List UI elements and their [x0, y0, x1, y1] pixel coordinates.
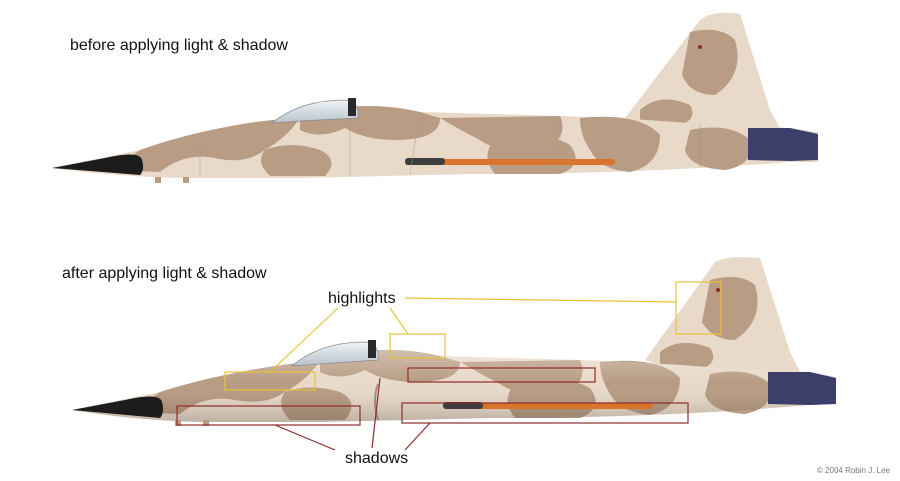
shadow-callouts [176, 367, 689, 451]
copyright-note: © 2004 Robin J. Lee [816, 466, 890, 475]
tail-camo [702, 276, 758, 340]
tail-cap [768, 372, 836, 405]
leader-line [389, 307, 409, 335]
canopy [290, 341, 379, 367]
tail-camo [682, 29, 738, 95]
caption-after: after applying light & shadow [62, 265, 267, 282]
tail-cap [748, 128, 818, 161]
label-highlights: highlights [328, 290, 396, 307]
leader-line [371, 377, 381, 449]
shadow-box-forward [176, 405, 361, 426]
nose-cone [72, 396, 164, 418]
canopy [270, 99, 359, 124]
nose-cone [52, 154, 144, 175]
highlight-box-tail [675, 281, 722, 335]
leader-line [269, 307, 339, 373]
missile [478, 403, 653, 409]
caption-before: before applying light & shadow [70, 37, 288, 54]
leader-line [274, 424, 336, 451]
leader-line [404, 297, 677, 303]
label-shadows: shadows [345, 450, 409, 467]
highlight-callouts [224, 281, 722, 391]
highlight-box-spine [389, 333, 446, 359]
missile [440, 159, 615, 165]
leader-line [404, 422, 431, 451]
shadow-box-upper [407, 367, 596, 383]
camo-blob [110, 117, 300, 172]
shadow-box-aft [401, 402, 689, 424]
jet-before [52, 12, 818, 183]
